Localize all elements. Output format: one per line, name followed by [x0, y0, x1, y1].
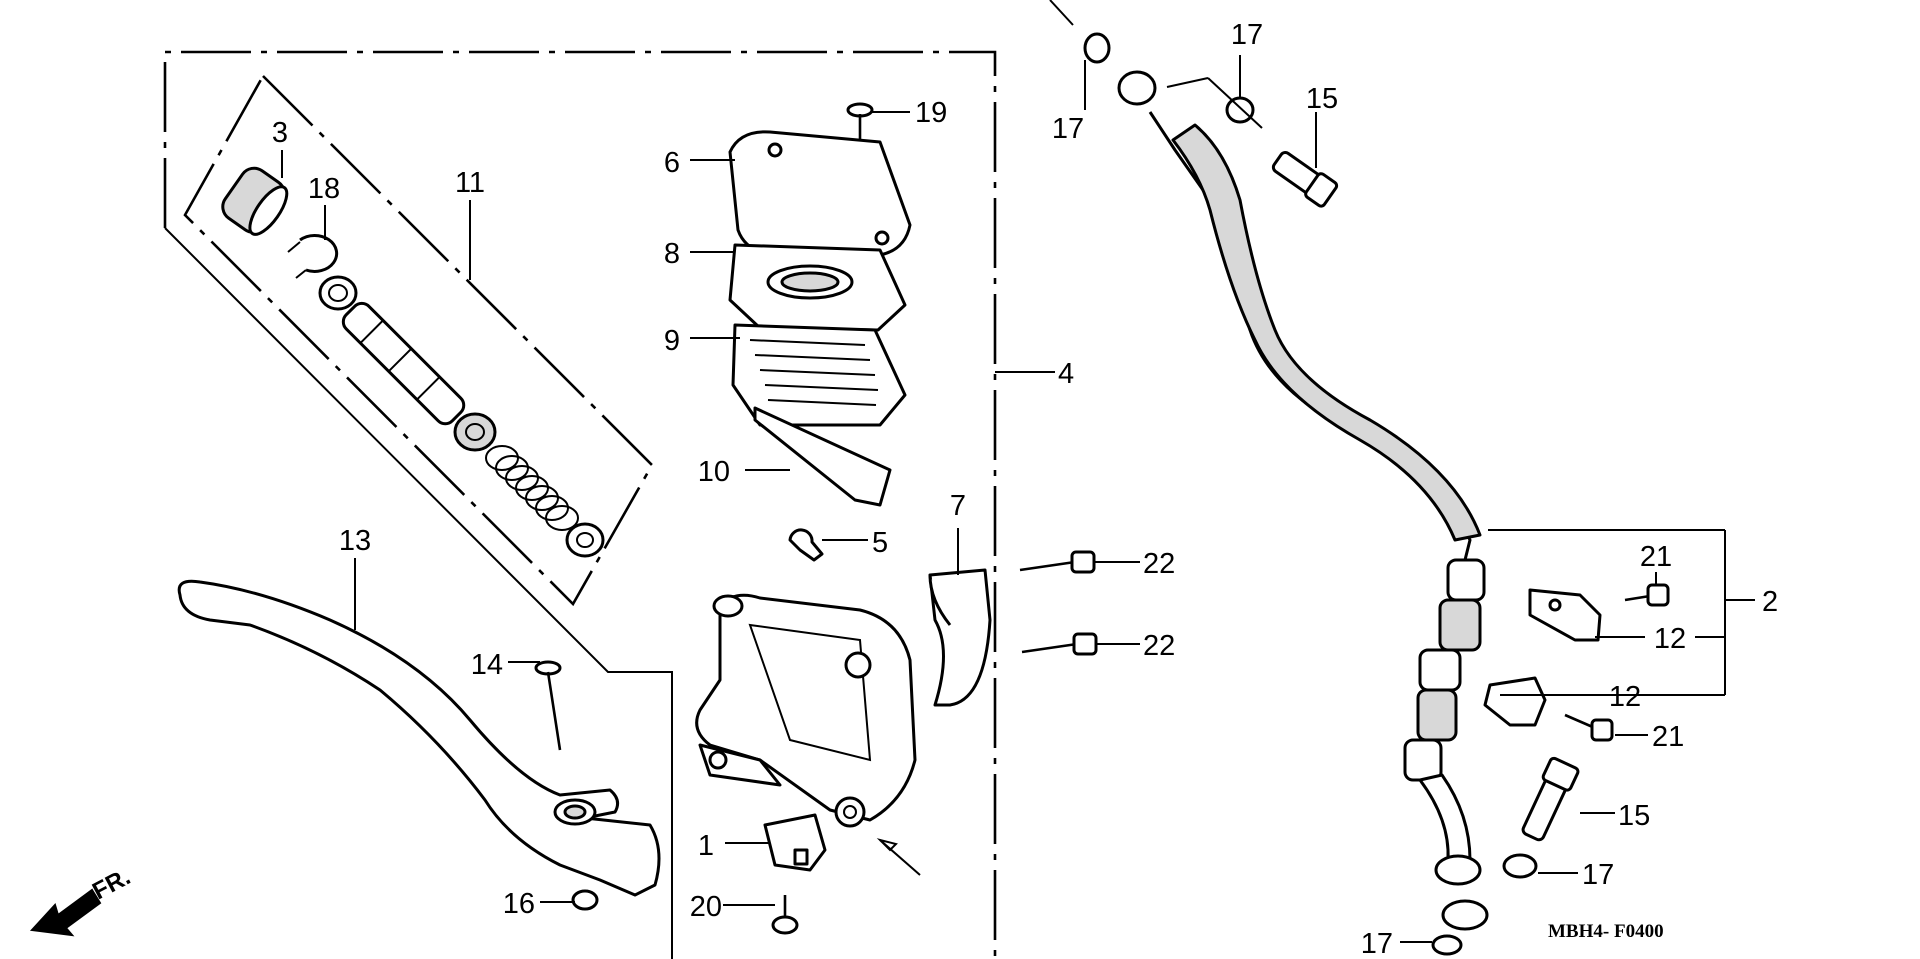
screw-20 — [771, 895, 799, 935]
callout-9: 9 — [664, 325, 680, 357]
callout-5: 5 — [872, 527, 888, 559]
piston-kit — [221, 166, 605, 558]
lower-hose — [1403, 558, 1489, 956]
brake-hose — [1083, 32, 1670, 956]
reservoir-parts — [728, 102, 912, 507]
banjo-bolt-15-lower — [1521, 756, 1580, 842]
nut-16 — [571, 889, 599, 911]
holder-bolts — [1019, 550, 1098, 656]
assembly-frames — [163, 50, 997, 959]
diagram-code: MBH4- F0400 — [1548, 921, 1664, 942]
washer-17-lower — [1502, 853, 1538, 879]
callout-17-bottom: 17 — [1361, 928, 1393, 959]
spring — [485, 445, 579, 531]
callout-21-lower: 21 — [1652, 721, 1684, 753]
callout-22-upper: 22 — [1143, 548, 1175, 580]
screw-5 — [788, 528, 824, 562]
callout-17-upper-left: 17 — [1052, 113, 1084, 145]
callout-7: 7 — [950, 490, 966, 522]
piston — [341, 301, 466, 426]
callout-11: 11 — [455, 167, 485, 199]
callout-8: 8 — [664, 238, 680, 270]
front-direction-indicator: FR. — [29, 863, 135, 937]
callout-1: 1 — [698, 830, 714, 862]
callout-4: 4 — [1058, 358, 1074, 390]
callout-18: 18 — [308, 173, 340, 205]
callout-16: 16 — [503, 888, 535, 920]
upper-banjo — [1083, 32, 1339, 208]
callout-3: 3 — [272, 117, 288, 149]
holder — [928, 568, 992, 707]
primary-cup — [453, 412, 497, 452]
seal-cup — [318, 275, 358, 311]
front-arrow-icon — [29, 888, 102, 937]
callout-17-lower-right: 17 — [1582, 859, 1614, 891]
callout-12-upper: 12 — [1654, 623, 1686, 655]
master-cylinder-body — [695, 528, 917, 828]
spring-seat — [565, 522, 605, 558]
clamp-bolts-21 — [1564, 583, 1670, 742]
callout-15-upper: 15 — [1306, 83, 1338, 115]
float — [753, 406, 892, 507]
callout-2: 2 — [1762, 586, 1778, 618]
callout-14: 14 — [471, 649, 503, 681]
callout-17-upper-right: 17 — [1231, 19, 1263, 51]
callout-10: 10 — [698, 456, 730, 488]
screw-19 — [846, 102, 874, 140]
leader-lines — [281, 0, 1755, 943]
callout-22-lower: 22 — [1143, 630, 1175, 662]
callout-15-lower: 15 — [1618, 800, 1650, 832]
banjo-bolt-15-upper — [1271, 150, 1339, 208]
callout-13: 13 — [339, 525, 371, 557]
hose-clamps — [1483, 588, 1602, 727]
callout-20: 20 — [690, 891, 722, 923]
callout-12-lower: 12 — [1609, 681, 1641, 713]
circlip — [287, 233, 339, 279]
callout-21-upper: 21 — [1640, 541, 1672, 573]
boot — [221, 166, 289, 236]
brake-switch — [763, 813, 921, 935]
callout-19: 19 — [915, 97, 947, 129]
brake-lever — [177, 579, 661, 911]
callout-6: 6 — [664, 147, 680, 179]
callout-labels: 17 17 15 3 18 11 19 6 8 9 10 4 7 5 22 22… — [272, 19, 1778, 959]
pivot-bolt-14 — [534, 660, 562, 751]
